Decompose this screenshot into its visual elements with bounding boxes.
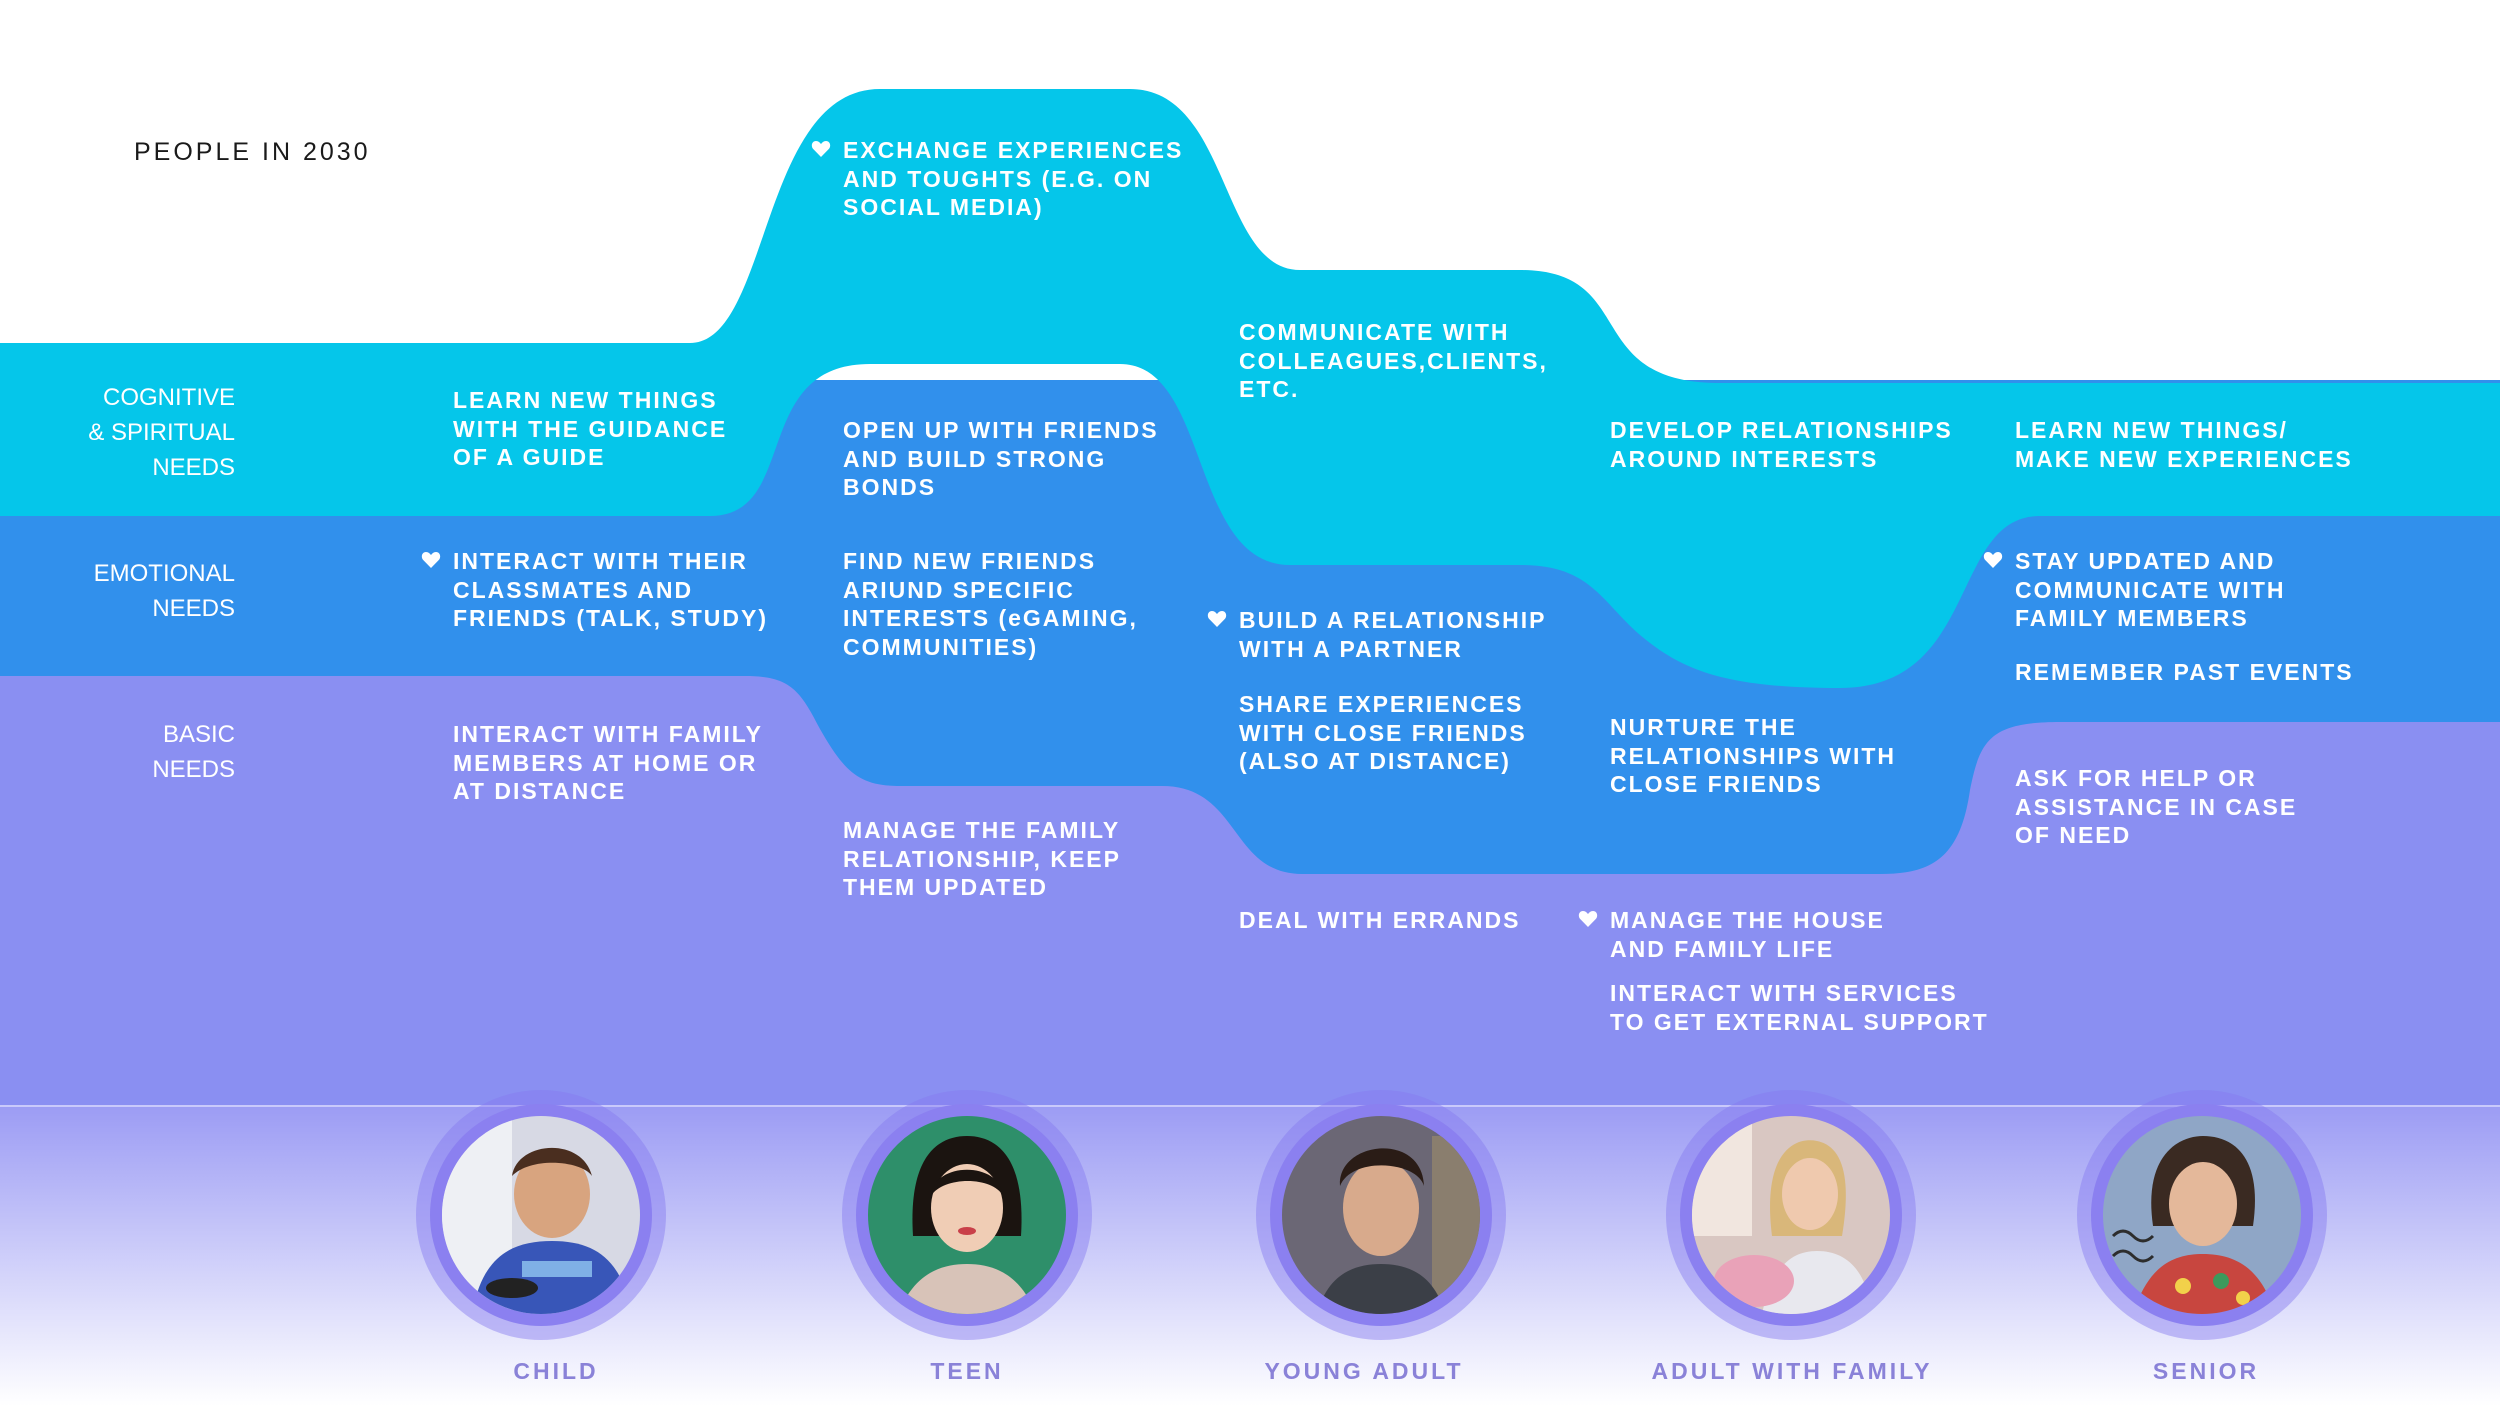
need-text: STAY UPDATED AND COMMUNICATE WITH FAMILY… [2015, 548, 2286, 632]
need-text: MANAGE THE HOUSE AND FAMILY LIFE [1610, 907, 1885, 962]
need-text: BUILD A RELATIONSHIP WITH A PARTNER [1239, 607, 1547, 662]
persona-young-adult [1256, 1090, 1506, 1340]
persona-child [416, 1090, 666, 1340]
need-item: ASK FOR HELP OR ASSISTANCE IN CASE OF NE… [2015, 764, 2297, 850]
persona-label-young-adult: YOUNG ADULT [1264, 1358, 1464, 1384]
need-item: LEARN NEW THINGS WITH THE GUIDANCE OF A … [453, 386, 727, 472]
persona-teen [842, 1090, 1092, 1340]
young-adult-photo-icon [1282, 1116, 1480, 1314]
need-text: FIND NEW FRIENDS ARIUND SPECIFIC INTERES… [843, 548, 1138, 660]
need-text: COMMUNICATE WITH COLLEAGUES,CLIENTS, ETC… [1239, 319, 1548, 403]
need-item: MANAGE THE FAMILY RELATIONSHIP, KEEP THE… [843, 816, 1121, 902]
persona-label-senior: SENIOR [2152, 1358, 2260, 1384]
need-item: DEVELOP RELATIONSHIPS AROUND INTERESTS [1610, 416, 1953, 473]
need-text: SHARE EXPERIENCES WITH CLOSE FRIENDS (AL… [1239, 691, 1527, 775]
row-label-emotional: EMOTIONAL NEEDS [93, 560, 235, 622]
persona-label-teen: TEEN [930, 1358, 1004, 1384]
row-label-cognitive: COGNITIVE & SPIRITUAL NEEDS [88, 384, 235, 481]
need-item: INTERACT WITH FAMILY MEMBERS AT HOME OR … [453, 720, 763, 806]
need-text: INTERACT WITH SERVICES TO GET EXTERNAL S… [1610, 980, 1989, 1035]
heart-icon [421, 552, 441, 568]
row-label-basic: BASIC NEEDS [152, 721, 235, 783]
persona-adult-family [1666, 1090, 1916, 1340]
need-item: COMMUNICATE WITH COLLEAGUES,CLIENTS, ETC… [1239, 318, 1548, 404]
persona-label-child: CHILD [513, 1358, 599, 1384]
need-item: OPEN UP WITH FRIENDS AND BUILD STRONG BO… [843, 416, 1159, 502]
heart-icon [1983, 552, 2003, 568]
heart-icon [1207, 611, 1227, 627]
need-text: LEARN NEW THINGS WITH THE GUIDANCE OF A … [453, 387, 728, 471]
need-text: ASK FOR HELP OR ASSISTANCE IN CASE OF NE… [2015, 765, 2298, 849]
heart-icon [1578, 911, 1598, 927]
senior-photo-icon [2103, 1116, 2301, 1314]
need-text: OPEN UP WITH FRIENDS AND BUILD STRONG BO… [843, 417, 1159, 501]
need-text: LEARN NEW THINGS/ MAKE NEW EXPERIENCES [2015, 417, 2353, 472]
need-text: NURTURE THE RELATIONSHIPS WITH CLOSE FRI… [1610, 714, 1897, 798]
heart-icon [811, 141, 831, 157]
need-item: DEAL WITH ERRANDS [1239, 906, 1520, 935]
need-item-favorite: MANAGE THE HOUSE AND FAMILY LIFE [1578, 906, 1885, 963]
teen-photo-icon [868, 1116, 1066, 1314]
need-item: LEARN NEW THINGS/ MAKE NEW EXPERIENCES [2015, 416, 2353, 473]
need-item-favorite: INTERACT WITH THEIR CLASSMATES AND FRIEN… [421, 547, 769, 633]
need-item: INTERACT WITH SERVICES TO GET EXTERNAL S… [1610, 979, 1989, 1036]
need-item-favorite: EXCHANGE EXPERIENCES AND TOUGHTS (E.G. O… [811, 136, 1184, 222]
child-photo-icon [442, 1116, 640, 1314]
bottom-fade [0, 1106, 2500, 1406]
persona-label-adult-family: ADULT WITH FAMILY [1651, 1358, 1933, 1384]
need-item: FIND NEW FRIENDS ARIUND SPECIFIC INTERES… [843, 547, 1138, 661]
need-text: MANAGE THE FAMILY RELATIONSHIP, KEEP THE… [843, 817, 1121, 901]
need-item: SHARE EXPERIENCES WITH CLOSE FRIENDS (AL… [1239, 690, 1527, 776]
need-text: INTERACT WITH FAMILY MEMBERS AT HOME OR … [453, 721, 764, 805]
cognitive-band [0, 89, 2500, 688]
page-title: PEOPLE IN 2030 [134, 138, 371, 166]
need-text: DEAL WITH ERRANDS [1239, 907, 1521, 933]
need-text: REMEMBER PAST EVENTS [2015, 659, 2354, 685]
adult-photo-icon [1692, 1116, 1890, 1314]
persona-senior [2077, 1090, 2327, 1340]
need-text: INTERACT WITH THEIR CLASSMATES AND FRIEN… [453, 548, 769, 632]
need-text: DEVELOP RELATIONSHIPS AROUND INTERESTS [1610, 417, 1953, 472]
need-text: EXCHANGE EXPERIENCES AND TOUGHTS (E.G. O… [843, 137, 1184, 221]
need-item-favorite: STAY UPDATED AND COMMUNICATE WITH FAMILY… [1983, 547, 2286, 633]
need-item: REMEMBER PAST EVENTS [2015, 658, 2354, 687]
need-item: NURTURE THE RELATIONSHIPS WITH CLOSE FRI… [1610, 713, 1896, 799]
need-item-favorite: BUILD A RELATIONSHIP WITH A PARTNER [1207, 606, 1547, 663]
